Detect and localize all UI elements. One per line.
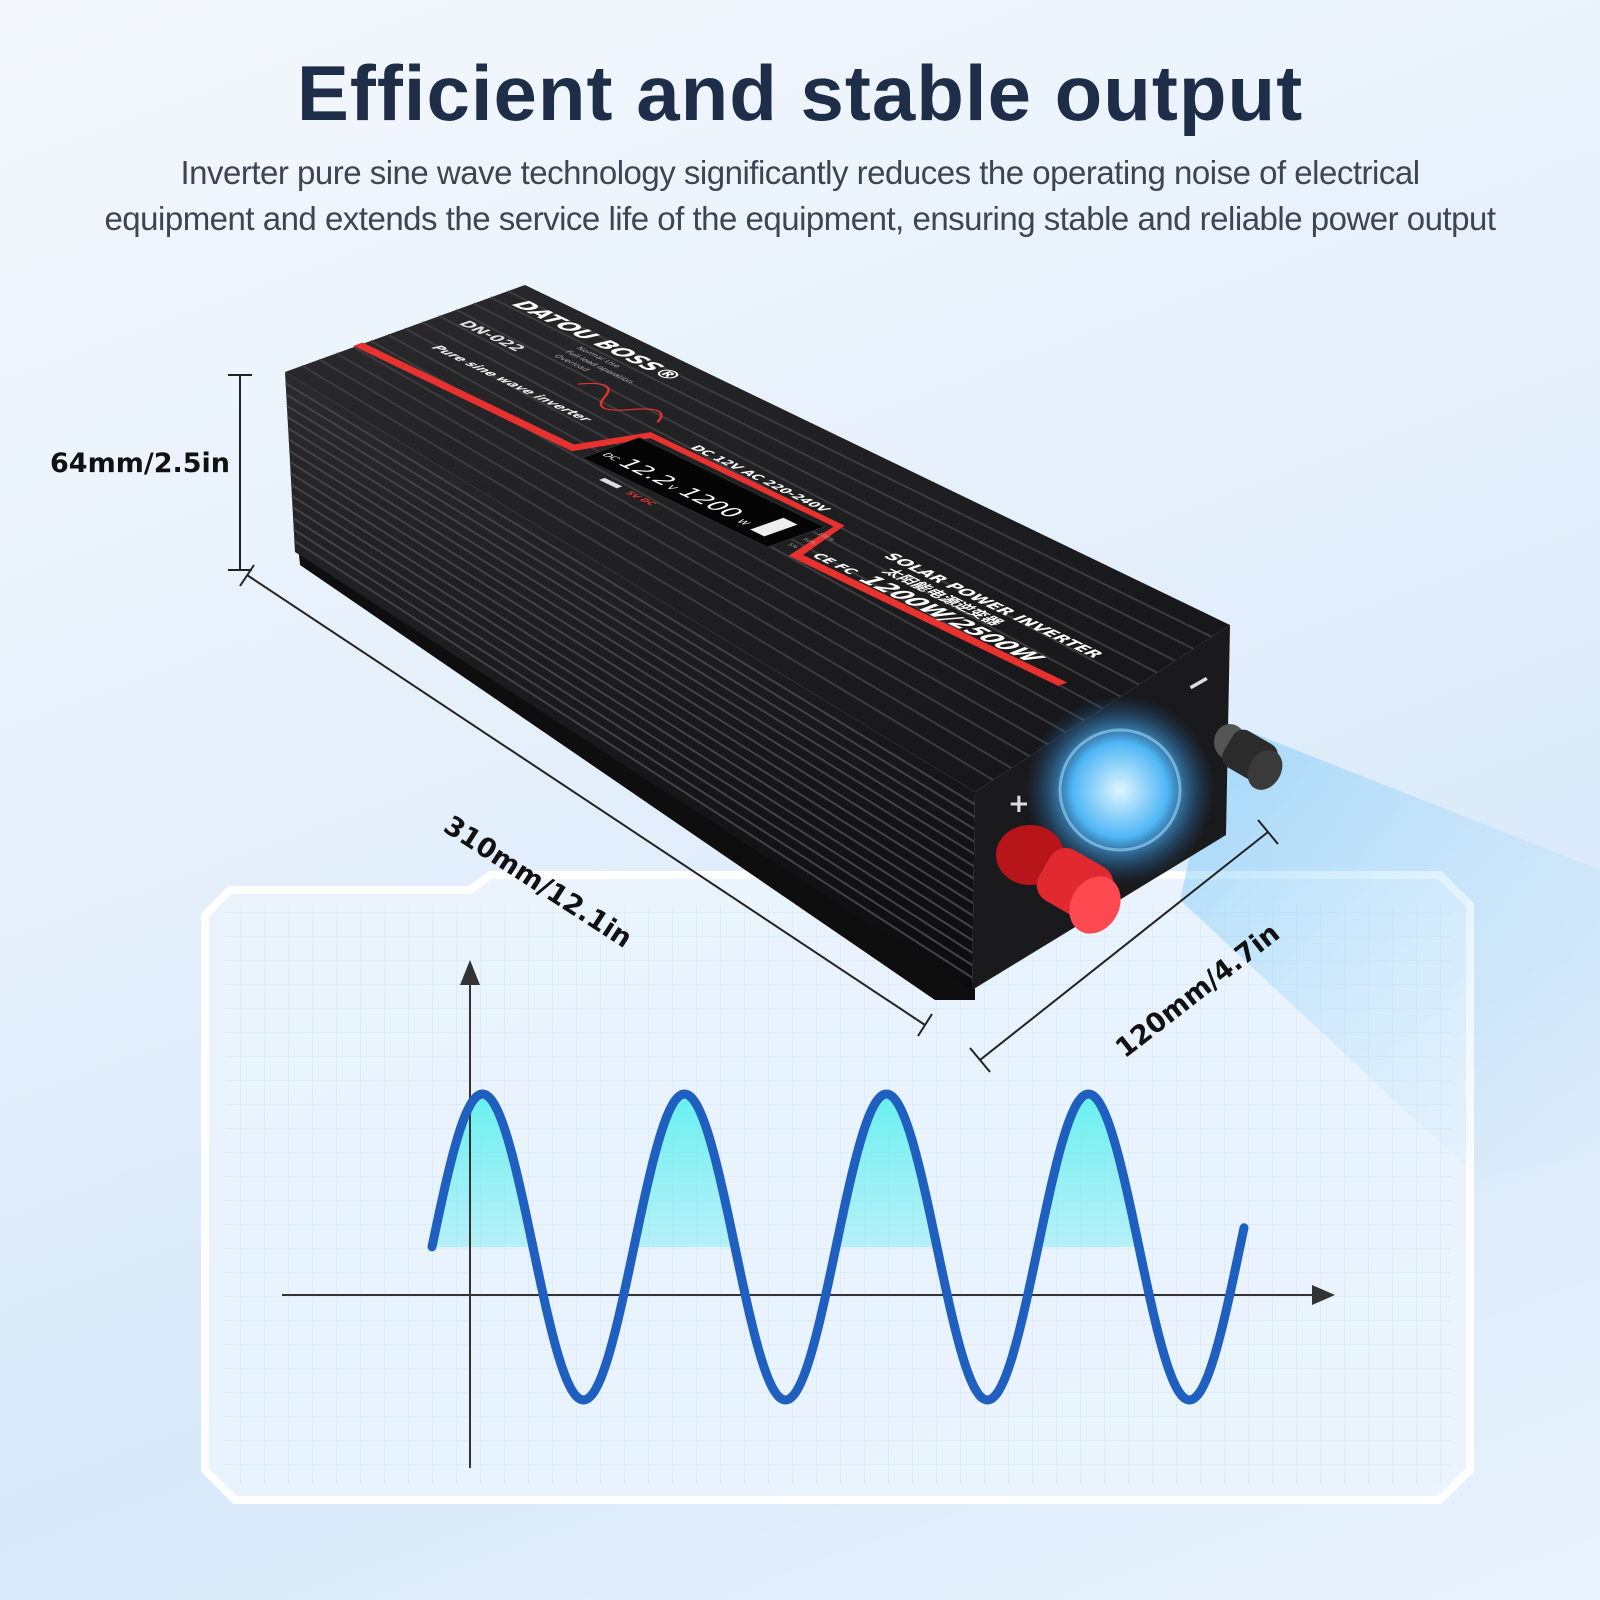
fin-ridge: [292, 517, 974, 954]
fin-ridge: [353, 346, 1049, 746]
x-axis-arrow-icon: [1312, 1285, 1335, 1305]
fin-ridge: [507, 290, 1213, 638]
fin-ridge: [293, 528, 973, 967]
display-voltage-unit: V: [663, 485, 680, 492]
fin-ridge: [289, 461, 975, 892]
battery-level: 5%: [785, 543, 799, 549]
front-face: [285, 372, 975, 990]
waveform-fill: [432, 1094, 1245, 1247]
lcd-display: [581, 437, 826, 548]
battery-level: 100%: [815, 533, 836, 542]
airflow-effect: [1180, 720, 1600, 1180]
display-power-unit: W: [733, 519, 752, 527]
fan-ring: [1058, 728, 1182, 852]
usb-port-icon: [599, 477, 623, 489]
positive-terminal: [996, 825, 1121, 934]
page-subtitle: Inverter pure sine wave technology signi…: [0, 150, 1600, 242]
subtitle-line-2: equipment and extends the service life o…: [104, 200, 1496, 237]
terminal-plus-label: +: [1008, 789, 1030, 819]
fin-ridge: [318, 358, 1012, 770]
subtitle-line-1: Inverter pure sine wave technology signi…: [180, 154, 1420, 191]
display-dc: DC: [599, 452, 622, 462]
fin-ridge: [290, 483, 974, 917]
cooling-fan: [1025, 695, 1215, 885]
waveform: [282, 960, 1335, 1468]
fin-ridge: [286, 404, 975, 830]
fin-ridge: [290, 472, 974, 905]
dimension-lines: [228, 374, 1279, 1073]
fin-ridge: [473, 302, 1176, 662]
fin-ridge: [286, 416, 975, 843]
red-stripe: [353, 342, 1068, 686]
waveform-panel: [201, 871, 1474, 1504]
fin-ridge: [335, 352, 1031, 758]
negative-terminal: [1214, 724, 1283, 790]
sine-logo-icon: [577, 382, 663, 423]
fin-ridge: [288, 449, 975, 880]
fin-ridge: [293, 539, 973, 979]
fin-ridge: [285, 393, 976, 818]
fin-ridge: [490, 296, 1195, 650]
fin-ridge: [287, 427, 975, 855]
load-bar-icon: [750, 517, 798, 537]
battery-level: 50%: [800, 538, 818, 546]
inverter-device: + − DATOU BOSS® DN-022 Normal Use Full l…: [285, 285, 1283, 1000]
height-dimension: 64mm/2.5in: [50, 448, 231, 479]
fin-ridge: [301, 364, 994, 781]
fin-ridge: [285, 382, 976, 806]
page-title: Efficient and stable output: [296, 49, 1304, 137]
fin-ridge: [288, 438, 975, 868]
sine-wave-line: [427, 1089, 1249, 1405]
front-fins: [285, 382, 976, 979]
fin-ridge: [455, 308, 1158, 674]
fin-ridge: [291, 506, 974, 942]
y-axis-arrow-icon: [460, 960, 480, 985]
fin-ridge: [291, 494, 974, 929]
